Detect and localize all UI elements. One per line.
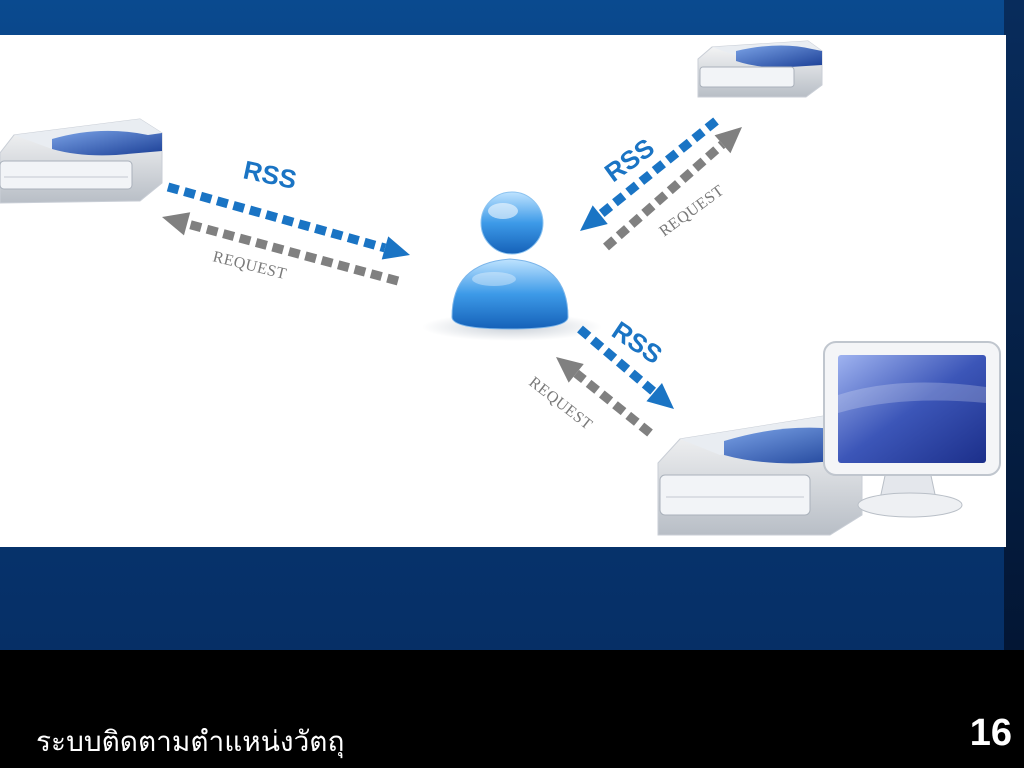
- request-arrow-top-right-head: [714, 127, 742, 154]
- rss-arrow-top-right: [580, 117, 719, 231]
- rss-arrow-bottom-right: [577, 325, 674, 409]
- footer-title: ระบบติดตามตำแหน่งวัตถุ: [36, 725, 345, 758]
- rss-arrow-left-shaft: [166, 182, 387, 253]
- request-label-left: REQUEST: [211, 248, 288, 283]
- request-arrow-left-head: [162, 212, 191, 236]
- request-arrow-top-right: [603, 127, 742, 251]
- computer-monitor-icon: [657, 341, 1001, 536]
- request-label-bottom-right: REQUEST: [526, 374, 596, 434]
- rss-arrow-left: [166, 182, 410, 260]
- server-icon: [697, 40, 823, 98]
- rss-label-bottom-right: RSS: [607, 315, 668, 370]
- rss-arrow-top-right-head: [580, 205, 608, 231]
- page-number: 16: [969, 712, 1012, 754]
- rss-request-diagram: RSS REQUEST RSS REQUEST RSS REQUEST: [0, 40, 1001, 536]
- request-arrow-left-shaft: [185, 219, 400, 286]
- arrows-layer: [162, 117, 742, 437]
- request-arrow-left: [162, 212, 400, 286]
- rss-arrow-bottom-right-head: [646, 383, 674, 409]
- user-icon: [422, 191, 602, 341]
- rss-arrow-top-right-shaft: [597, 117, 719, 219]
- request-arrow-bottom-right-head: [556, 357, 584, 383]
- server-icon: [0, 118, 163, 204]
- request-label-top-right: REQUEST: [656, 182, 727, 240]
- request-arrow-top-right-shaft: [603, 140, 726, 251]
- diagram-panel: RSS REQUEST RSS REQUEST RSS REQUEST: [0, 35, 1006, 547]
- rss-label-left: RSS: [241, 155, 300, 195]
- request-arrow-bottom-right: [556, 357, 653, 437]
- rss-arrow-left-head: [381, 236, 410, 260]
